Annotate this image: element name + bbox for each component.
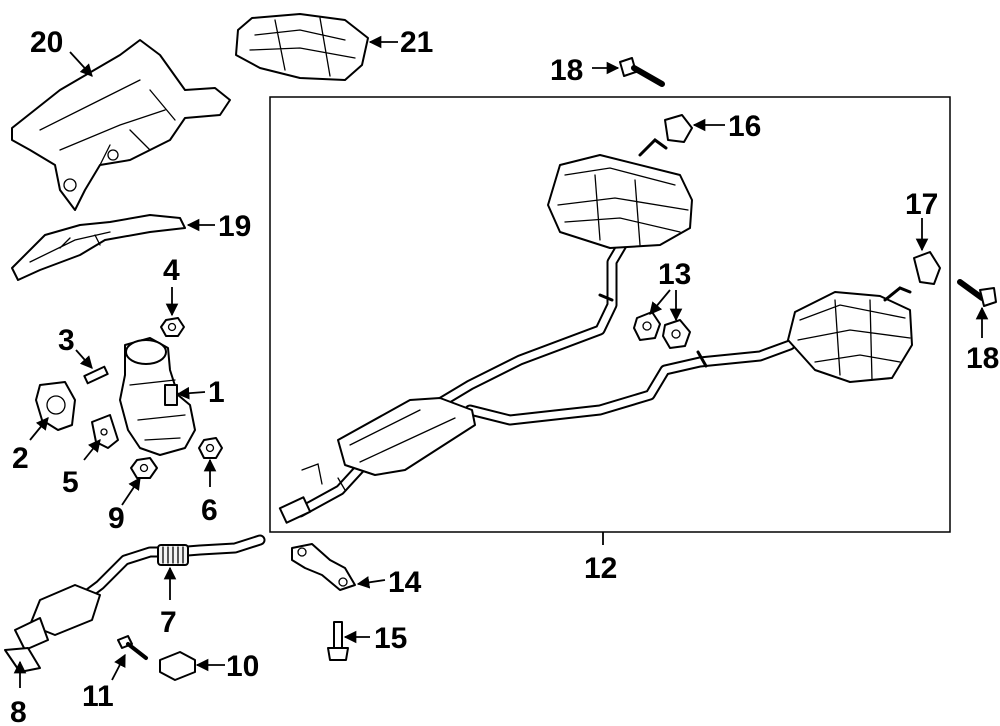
- callout-2: 2: [12, 442, 29, 475]
- part-18-bolt-right: [957, 279, 997, 307]
- part-11-bolt: [117, 635, 148, 660]
- callout-17: 17: [905, 188, 938, 221]
- callout-1: 1: [208, 376, 225, 409]
- part-3-stud: [83, 365, 109, 385]
- callout-11: 11: [82, 680, 114, 713]
- callout-19: 19: [218, 210, 251, 243]
- callout-8: 8: [10, 696, 27, 726]
- callout-15: 15: [374, 622, 407, 655]
- part-1-catalytic-converter: [119, 337, 196, 456]
- callout-numbers: 1 2 3 4 5 6 7 8 9 10 11 12 13 14 15 16 1…: [10, 26, 999, 726]
- callout-18-right: 18: [966, 342, 999, 375]
- callout-13: 13: [658, 258, 691, 291]
- part-16-hanger: [664, 114, 693, 143]
- part-4-nut: [160, 317, 185, 337]
- part-17-hanger: [913, 251, 941, 285]
- callout-20: 20: [30, 26, 63, 59]
- callout-18-top: 18: [550, 54, 583, 87]
- part-7-front-pipe: [14, 534, 266, 651]
- part-21-heat-shield: [235, 13, 369, 81]
- callout-16: 16: [728, 110, 761, 143]
- part-18-bolt-top: [619, 57, 665, 87]
- part-14-bracket: [291, 543, 356, 591]
- callout-6: 6: [201, 494, 218, 527]
- part-10-block: [159, 651, 196, 681]
- callout-10: 10: [226, 650, 259, 683]
- callout-14: 14: [388, 566, 422, 599]
- callout-21: 21: [400, 26, 433, 59]
- leader-lines: [13, 35, 989, 688]
- part-5-gasket: [91, 414, 119, 449]
- part-6-nut: [198, 437, 223, 459]
- part-9-nut: [130, 457, 158, 479]
- callout-4: 4: [163, 254, 180, 287]
- part-15-bolt: [327, 621, 349, 661]
- part-12-exhaust-assembly: [278, 138, 913, 524]
- assembly-12-frame: [269, 96, 951, 533]
- part-2-gasket: [35, 381, 76, 431]
- callout-3: 3: [58, 324, 75, 357]
- part-20-heat-shield: [11, 39, 231, 211]
- part-19-heat-shield: [11, 214, 186, 281]
- callout-12: 12: [584, 552, 617, 585]
- callout-9: 9: [108, 502, 125, 535]
- part-13-hangers: [633, 311, 691, 349]
- callout-7: 7: [160, 606, 177, 639]
- callout-5: 5: [62, 466, 79, 499]
- part-8-gasket: [4, 647, 41, 673]
